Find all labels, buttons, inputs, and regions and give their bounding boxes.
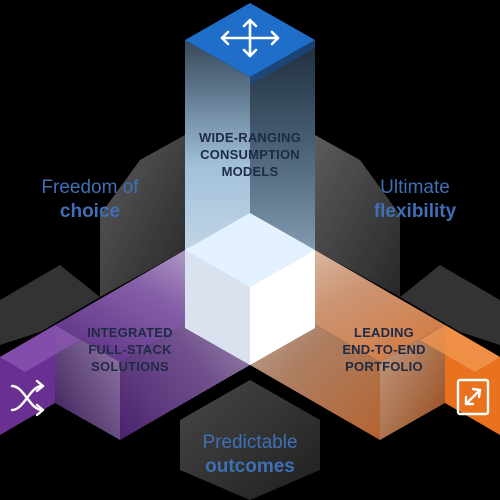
right-arm-line-2: END-TO-END — [342, 342, 426, 357]
exchange-arrows-icon — [456, 378, 490, 416]
outcome-left-strong: choice — [59, 201, 121, 222]
left-arm-line-2: FULL-STACK — [88, 342, 172, 357]
center-cube — [185, 213, 315, 365]
center-cube-left-face — [185, 250, 250, 365]
top-arm-line-2: CONSUMPTION — [200, 147, 300, 162]
left-arm-front-face — [55, 325, 120, 440]
gray-hex-far-left — [0, 265, 100, 345]
right-arm-line-3: PORTFOLIO — [345, 359, 423, 374]
outcome-ultimate-flexibility: Ultimate flexibility — [345, 176, 485, 224]
shuffle-arrows-icon — [10, 379, 45, 417]
left-arm-line-3: SOLUTIONS — [91, 359, 169, 374]
top-arm-line-3: MODELS — [221, 164, 279, 179]
gray-hex-bottom — [180, 380, 320, 500]
gray-hex-upper-right — [315, 135, 400, 297]
gray-hex-upper-left — [100, 135, 185, 297]
top-arm-line-1: WIDE-RANGING — [198, 130, 302, 145]
outcome-bottom-light: Predictable — [202, 432, 298, 453]
gray-hex-far-right — [400, 265, 500, 345]
right-arm-line-1: LEADING — [354, 325, 414, 340]
left-arm-cap-end — [0, 325, 80, 372]
left-arm-line-1: INTEGRATED — [87, 325, 173, 340]
outcome-right-light: Ultimate — [380, 177, 450, 198]
outcome-predictable-outcomes: Predictable outcomes — [170, 431, 330, 479]
four-way-arrows-icon — [220, 18, 280, 58]
right-arm-front-face — [380, 325, 445, 440]
outcome-freedom-of-choice: Freedom of choice — [20, 176, 160, 224]
outcome-left-light: Freedom of — [41, 177, 139, 198]
left-arm-label: INTEGRATED FULL-STACK SOLUTIONS — [56, 324, 204, 375]
background-hexagons — [0, 135, 500, 500]
right-arm-label: LEADING END-TO-END PORTFOLIO — [310, 324, 458, 375]
outcome-bottom-strong: outcomes — [205, 456, 295, 477]
center-cube-right-face — [250, 250, 315, 365]
outcome-right-strong: flexibility — [373, 201, 457, 222]
top-arm-cap-shade — [250, 40, 315, 85]
top-arm-label: WIDE-RANGING CONSUMPTION MODELS — [172, 129, 328, 180]
right-arm-cap-end — [420, 325, 500, 372]
